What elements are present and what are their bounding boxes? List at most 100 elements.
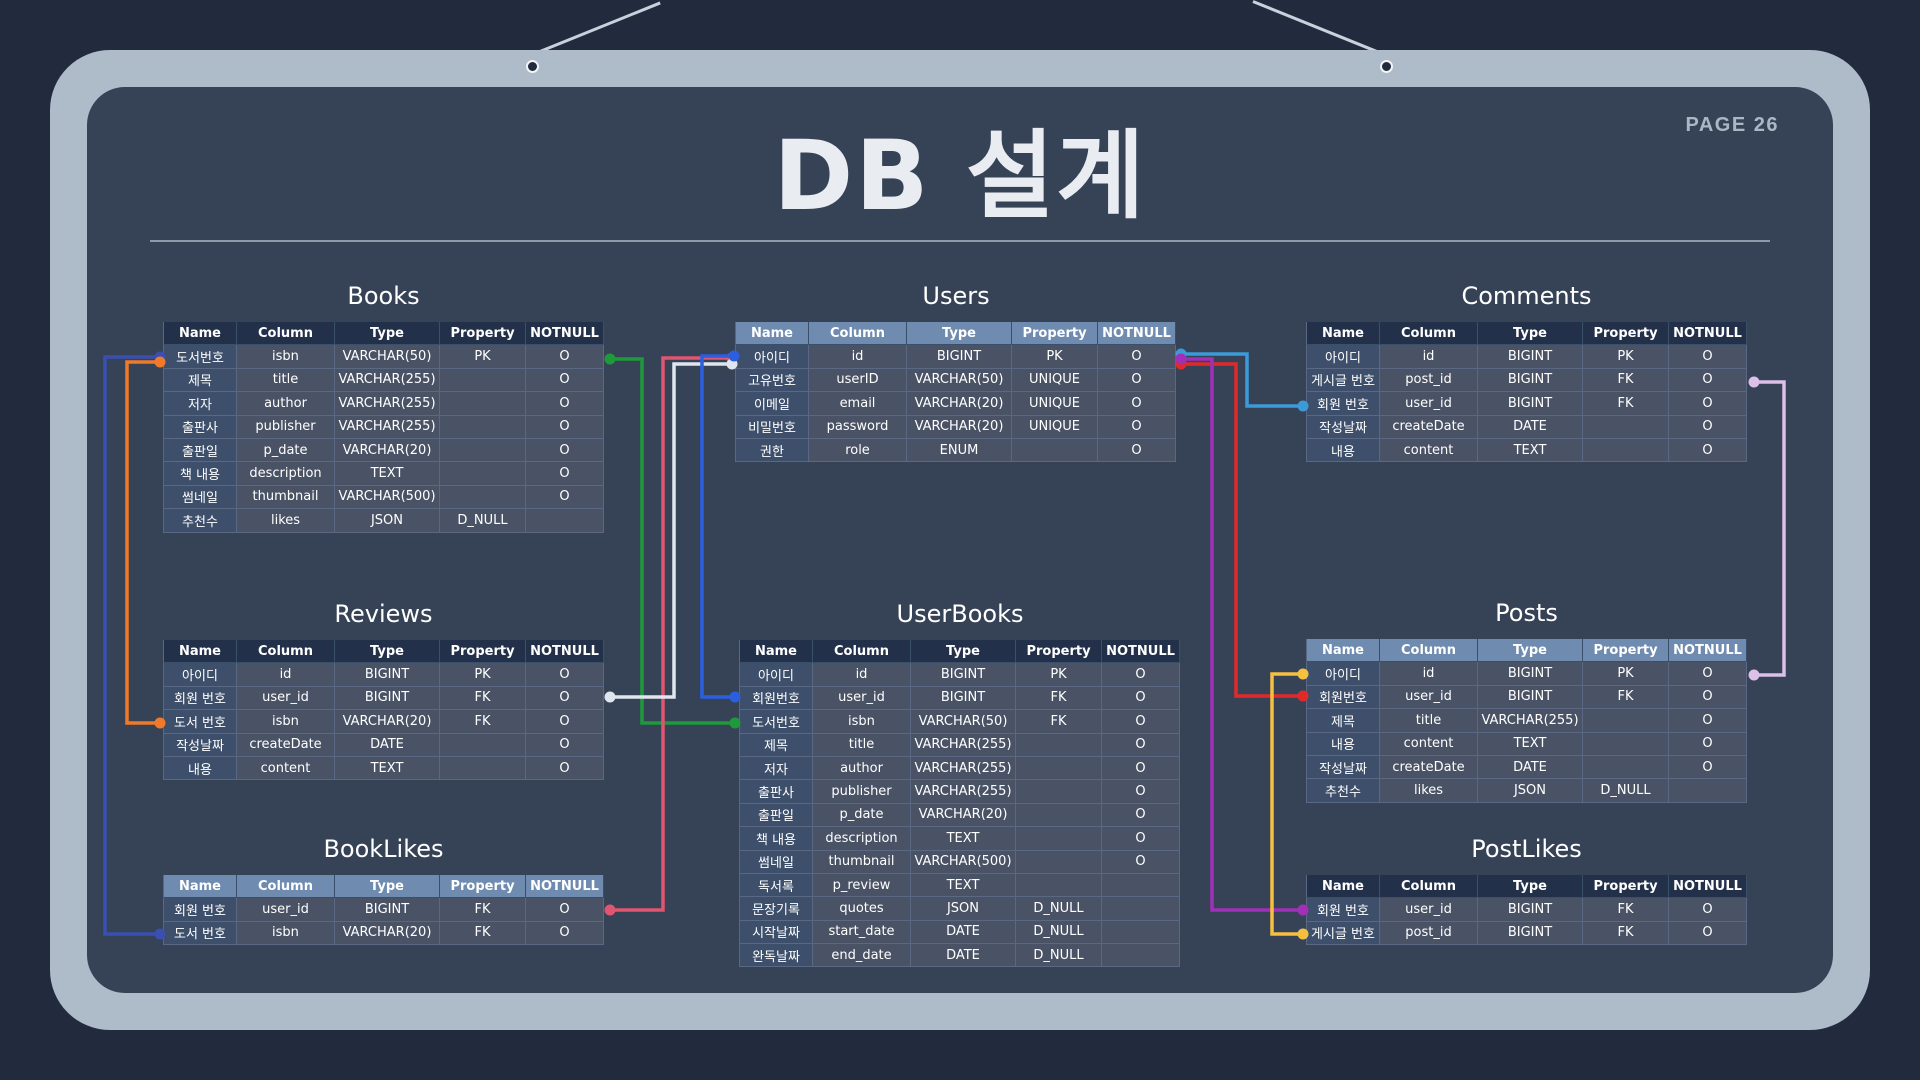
- table-cell: title: [237, 368, 335, 393]
- column-header: Property: [440, 875, 526, 899]
- column-header: Column: [237, 875, 335, 899]
- table-cell: TEXT: [1478, 732, 1583, 756]
- table-cell: user_id: [237, 898, 335, 922]
- table-cell: 썸네일: [739, 850, 813, 874]
- table-cell: isbn: [237, 710, 335, 734]
- table-cell: O: [1098, 415, 1176, 439]
- table-cell: O: [526, 438, 604, 463]
- relationship-endpoint: [604, 691, 616, 703]
- table-cell: [1016, 850, 1102, 874]
- table-cell: [1016, 827, 1102, 851]
- column-header: NOTNULL: [526, 322, 604, 346]
- table-cell: start_date: [813, 920, 911, 945]
- table-cell: 작성날짜: [163, 733, 237, 757]
- table-cell: O: [1102, 733, 1180, 757]
- relationship-endpoint: [1297, 928, 1309, 940]
- table-cell: quotes: [813, 897, 911, 921]
- table-cell: 제목: [1306, 709, 1380, 733]
- table-cell: 출판일: [163, 438, 237, 463]
- relationship-endpoint: [1297, 400, 1309, 412]
- screw-left: [526, 60, 539, 73]
- table-cell: [1016, 733, 1102, 757]
- table-cell: O: [1669, 415, 1747, 439]
- table-cell: VARCHAR(20): [335, 710, 440, 734]
- table-cell: O: [1669, 685, 1747, 710]
- column-header: Property: [440, 322, 526, 346]
- table-cell: [440, 462, 526, 486]
- table-cell: O: [1669, 755, 1747, 780]
- table-cell: 아이디: [1306, 345, 1380, 369]
- table-cell: DATE: [1478, 755, 1583, 780]
- column-header: Type: [1478, 875, 1583, 899]
- table-cell: D_NULL: [1016, 897, 1102, 921]
- table-cell: 회원 번호: [1306, 898, 1380, 922]
- reviews-title: Reviews: [334, 600, 433, 628]
- column-header: Type: [911, 640, 1016, 664]
- table-cell: 회원 번호: [163, 898, 237, 922]
- relationship-endpoint: [728, 350, 740, 362]
- table-cell: isbn: [237, 921, 335, 946]
- table-cell: id: [237, 663, 335, 687]
- column-header: Name: [1306, 322, 1380, 346]
- table-cell: id: [813, 663, 911, 687]
- table-cell: FK: [440, 686, 526, 711]
- column-header: Name: [163, 640, 237, 664]
- column-header: Name: [163, 322, 237, 346]
- table-cell: TEXT: [1478, 438, 1583, 463]
- table-cell: O: [1669, 438, 1747, 463]
- table-cell: O: [526, 898, 604, 922]
- table-cell: createDate: [237, 733, 335, 757]
- table-cell: D_NULL: [1583, 779, 1669, 803]
- table-cell: O: [526, 921, 604, 946]
- table-cell: D_NULL: [440, 509, 526, 533]
- table-cell: PK: [1583, 662, 1669, 686]
- table-cell: 작성날짜: [1306, 415, 1380, 439]
- column-header: NOTNULL: [526, 640, 604, 664]
- column-header: Column: [809, 322, 907, 346]
- relationship-line: [700, 354, 735, 699]
- table-cell: 제목: [739, 733, 813, 757]
- column-header: Name: [163, 875, 237, 899]
- table-cell: 게시글 번호: [1306, 921, 1380, 946]
- table-cell: O: [1098, 345, 1176, 369]
- column-header: Name: [1306, 639, 1380, 663]
- relationship-line: [1181, 352, 1303, 408]
- table-cell: O: [526, 686, 604, 711]
- table-cell: publisher: [813, 780, 911, 804]
- table-cell: publisher: [237, 415, 335, 439]
- column-header: Property: [1583, 322, 1669, 346]
- table-cell: thumbnail: [813, 850, 911, 874]
- table-cell: BIGINT: [907, 345, 1012, 369]
- column-header: NOTNULL: [1669, 639, 1747, 663]
- table-cell: O: [526, 485, 604, 510]
- table-cell: [526, 509, 604, 533]
- table-cell: description: [237, 462, 335, 486]
- relationship-endpoint: [154, 717, 166, 729]
- table-cell: user_id: [237, 686, 335, 711]
- table-cell: O: [1102, 827, 1180, 851]
- table-cell: 저자: [739, 756, 813, 781]
- table-cell: isbn: [813, 710, 911, 734]
- table-cell: 도서번호: [163, 345, 237, 369]
- title-divider: [150, 240, 1770, 242]
- relationship-endpoint: [1297, 904, 1309, 916]
- table-cell: O: [526, 663, 604, 687]
- table-cell: O: [1669, 392, 1747, 416]
- table-cell: DATE: [1478, 415, 1583, 439]
- table-cell: VARCHAR(255): [1478, 709, 1583, 733]
- table-cell: PK: [1012, 345, 1098, 369]
- table-cell: D_NULL: [1016, 920, 1102, 945]
